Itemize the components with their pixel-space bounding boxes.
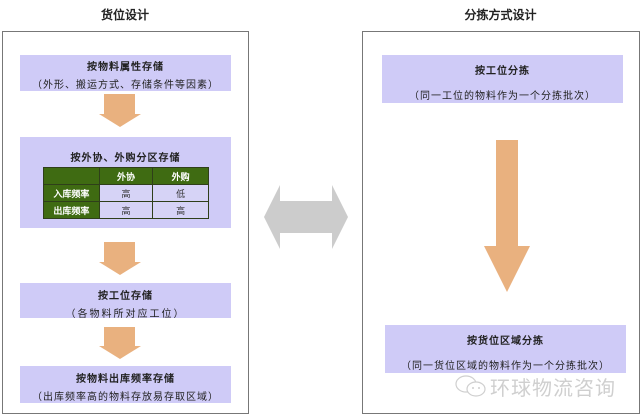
step-subtitle: （同一货位区域的物料作为一个分拣批次） — [401, 361, 610, 372]
table-cell: 高 — [98, 184, 154, 202]
wechat-icon — [455, 375, 486, 397]
step-outbound-frequency: 按物料出库频率存储 （出库频率高的物料存放易存取区域） — [20, 366, 231, 403]
step-title: 按工位分拣 — [475, 66, 530, 77]
step-title: 按外协、外购分区存储 — [70, 153, 181, 164]
step-title: 按物料属性存储 — [87, 62, 164, 73]
table-cell: 高 — [152, 201, 209, 219]
arrow-down-icon — [99, 327, 141, 359]
table-row: 出库频率 高 高 — [43, 201, 209, 219]
table-header-cell — [43, 167, 100, 185]
row-label: 出库频率 — [43, 201, 100, 219]
step-title: 按物料出库频率存储 — [76, 374, 175, 385]
table-header-row: 外协 外购 — [43, 167, 209, 185]
table-cell: 低 — [152, 184, 209, 202]
left-title: 货位设计 — [100, 8, 149, 22]
step-subtitle: （各物料所对应工位） — [65, 309, 186, 320]
step-title: 按货位区域分拣 — [467, 336, 544, 347]
frequency-table: 外协 外购 入库频率 高 低 出库频率 高 高 — [43, 167, 209, 219]
arrow-down-icon — [99, 94, 141, 127]
step-subtitle: （外形、搬运方式、存储条件等因素） — [32, 80, 219, 91]
table-row: 入库频率 高 低 — [43, 184, 209, 202]
pick-by-workstation: 按工位分拣 （同一工位的物料作为一个分拣批次） — [382, 55, 623, 103]
step-material-attribute: 按物料属性存储 （外形、搬运方式、存储条件等因素） — [20, 55, 231, 91]
row-label: 入库频率 — [43, 184, 100, 202]
right-title: 分拣方式设计 — [464, 8, 537, 22]
arrow-down-icon — [99, 242, 141, 275]
table-cell: 高 — [98, 201, 154, 219]
table-header-cell: 外购 — [152, 167, 209, 185]
watermark-text: 环球物流咨询 — [490, 376, 616, 400]
step-subtitle: （出库频率高的物料存放易存取区域） — [32, 392, 219, 403]
double-arrow-icon — [264, 185, 348, 249]
table-header-cell: 外协 — [98, 167, 154, 185]
step-workstation: 按工位存储 （各物料所对应工位） — [20, 283, 231, 320]
pick-by-location-zone: 按货位区域分拣 （同一货位区域的物料作为一个分拣批次） — [385, 325, 626, 373]
step-title: 按工位存储 — [98, 291, 153, 302]
arrow-down-icon — [484, 140, 530, 292]
step-subtitle: （同一工位的物料作为一个分拣批次） — [409, 91, 596, 102]
